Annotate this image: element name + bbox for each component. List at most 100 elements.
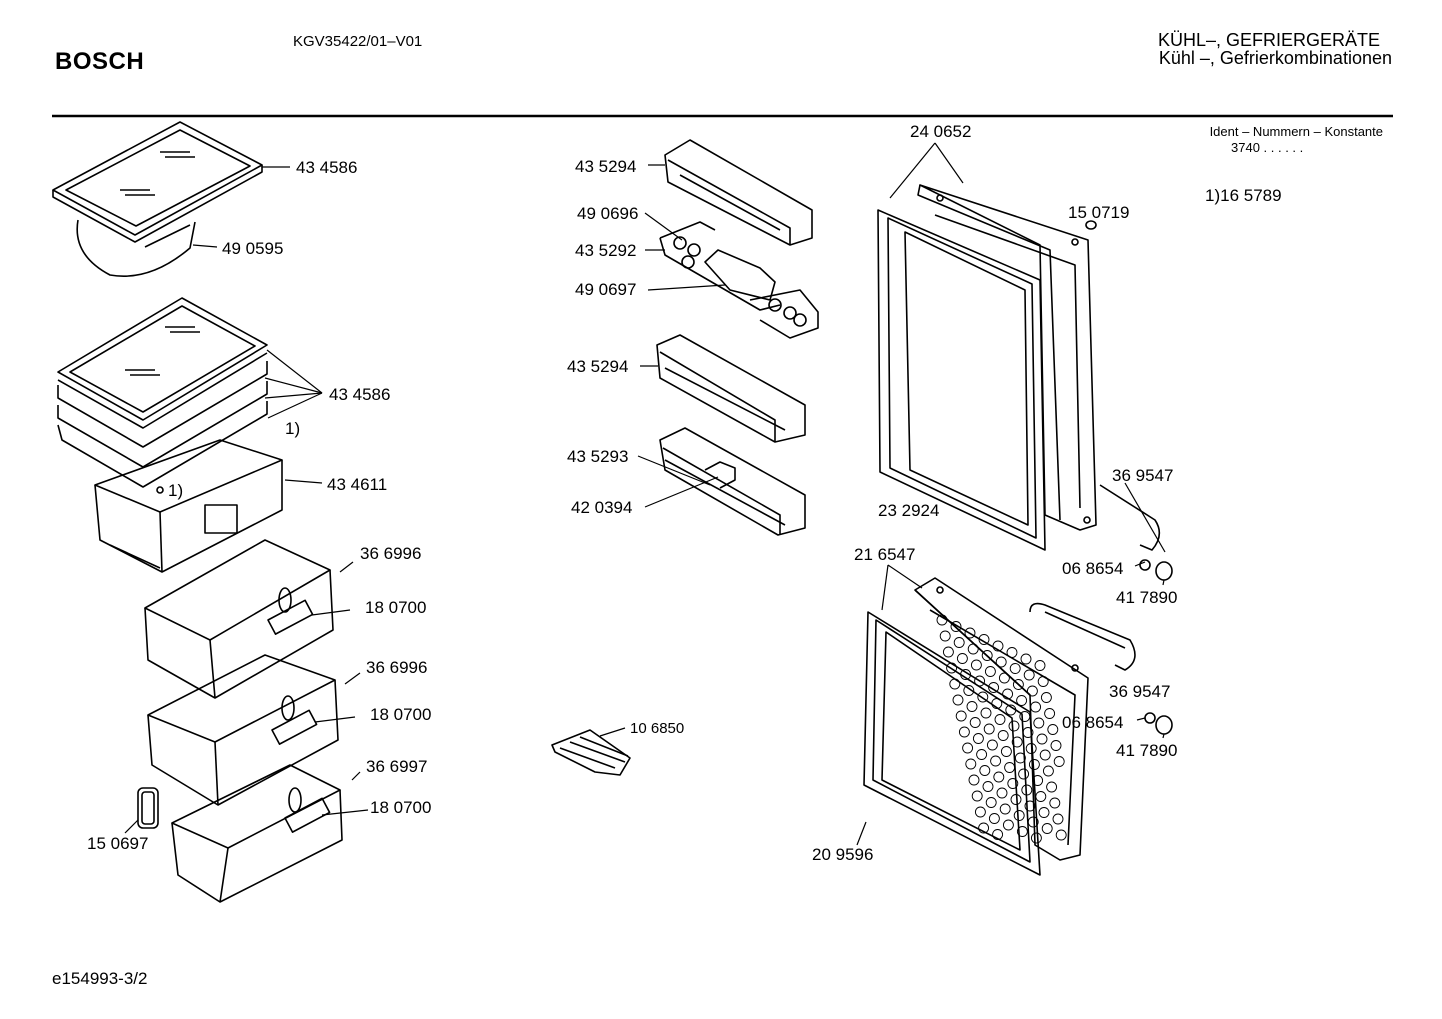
label-490696: 49 0696: [577, 204, 638, 223]
label-369547-b: 36 9547: [1109, 682, 1170, 701]
dimple: [996, 787, 1008, 799]
door-tray-2-part: [656, 334, 806, 443]
dimple: [1032, 775, 1044, 786]
dimple: [1037, 676, 1049, 687]
model-number: KGV35422/01–V01: [293, 33, 422, 50]
dimple: [988, 682, 1000, 693]
label-180700-c: 18 0700: [370, 798, 431, 817]
ice-tray-part: [551, 729, 631, 776]
glass-shelf-stack-part: [57, 297, 268, 488]
label-490595: 49 0595: [222, 239, 283, 258]
label-150719: 15 0719: [1068, 203, 1129, 222]
dimple: [1018, 768, 1030, 780]
dimple: [942, 646, 954, 658]
egg-tray-part: [659, 221, 819, 339]
glass-shelf-top-part: [52, 121, 263, 243]
dimple: [1013, 810, 1025, 821]
dimple: [978, 634, 990, 645]
dimple: [1053, 756, 1065, 767]
dimple: [964, 627, 976, 639]
dimple: [972, 733, 984, 744]
dimple: [981, 650, 993, 661]
dimple: [956, 653, 968, 664]
dimple: [1000, 746, 1012, 757]
dimple: [1009, 663, 1021, 674]
dimple: [965, 758, 977, 770]
dimple: [1004, 762, 1016, 773]
label-420394: 42 0394: [571, 498, 632, 517]
dimple: [1036, 733, 1048, 745]
dimple: [982, 781, 994, 792]
label-366996-b: 36 6996: [366, 658, 427, 677]
dimple: [1035, 791, 1047, 802]
dimple: [980, 707, 992, 719]
label-366996-a: 36 6996: [360, 544, 421, 563]
dimple: [1040, 692, 1052, 703]
category-title: KÜHL–, GEFRIERGERÄTE: [1158, 30, 1380, 50]
label-434586-top: 43 4586: [296, 158, 357, 177]
dimple: [1042, 765, 1054, 777]
fridge-door-part: [917, 184, 1097, 531]
label-435293: 43 5293: [567, 447, 628, 466]
dimple: [950, 621, 962, 632]
dimple: [990, 755, 1002, 767]
document-id: e154993-3/2: [52, 969, 147, 988]
label-434586-stack: 43 4586: [329, 385, 390, 404]
leader-lines: [124, 142, 1166, 846]
dimple: [1011, 736, 1023, 748]
dimple: [1020, 653, 1032, 665]
dimple: [1002, 819, 1014, 831]
label-216547: 21 6547: [854, 545, 915, 564]
dimple: [936, 614, 948, 626]
dimple: [963, 685, 975, 696]
dimple: [968, 774, 980, 786]
dimple: [1049, 797, 1061, 809]
dimple: [1044, 708, 1056, 719]
dimple: [977, 691, 989, 703]
label-435294-b: 43 5294: [567, 357, 628, 376]
label-180700-b: 18 0700: [370, 705, 431, 724]
dimple: [1007, 778, 1019, 789]
dimple: [1047, 724, 1059, 735]
dimple: [1052, 813, 1064, 825]
dimple: [1016, 826, 1028, 837]
ident-value: 3740 . . . . . .: [1231, 140, 1303, 155]
seal-clip-part: [137, 787, 159, 829]
drawer-2-part: [147, 654, 339, 806]
dimple: [939, 630, 951, 642]
dimple: [992, 640, 1004, 652]
dimple: [1046, 781, 1058, 793]
freezer-handle-part: [1029, 602, 1136, 671]
dimple: [953, 637, 965, 648]
dimple: [997, 730, 1009, 741]
dimple: [994, 714, 1006, 725]
dimple: [1030, 832, 1042, 844]
dimple: [1014, 752, 1026, 764]
label-232924: 23 2924: [878, 501, 939, 520]
category-subtitle: Kühl –, Gefrierkombinationen: [1159, 48, 1392, 68]
dimple: [985, 797, 997, 808]
dimple: [958, 726, 970, 738]
dimple: [984, 666, 996, 677]
dimple: [970, 659, 982, 671]
fridge-door-gasket-part: [877, 209, 1046, 551]
freezer-door-gasket-part: [863, 611, 1041, 876]
dimple: [1006, 647, 1018, 658]
crisper-cover-box-part: [94, 439, 283, 573]
dimple: [999, 803, 1011, 815]
fridge-screw-cap-part: [1139, 559, 1173, 581]
label-068654-b: 06 8654: [1062, 713, 1123, 732]
dimple: [1012, 679, 1024, 690]
dimple: [962, 742, 974, 754]
label-209596: 20 9596: [812, 845, 873, 864]
freezer-door-dimple-grid: [936, 614, 1067, 844]
freezer-screw-cap-part: [1144, 712, 1173, 735]
brand-logo: BOSCH: [55, 48, 144, 75]
dimple: [998, 672, 1010, 684]
drawer-3-part: [171, 764, 343, 903]
dimple: [988, 813, 1000, 824]
dimple: [983, 723, 995, 735]
dimple: [1023, 669, 1035, 681]
dimple: [976, 749, 988, 760]
